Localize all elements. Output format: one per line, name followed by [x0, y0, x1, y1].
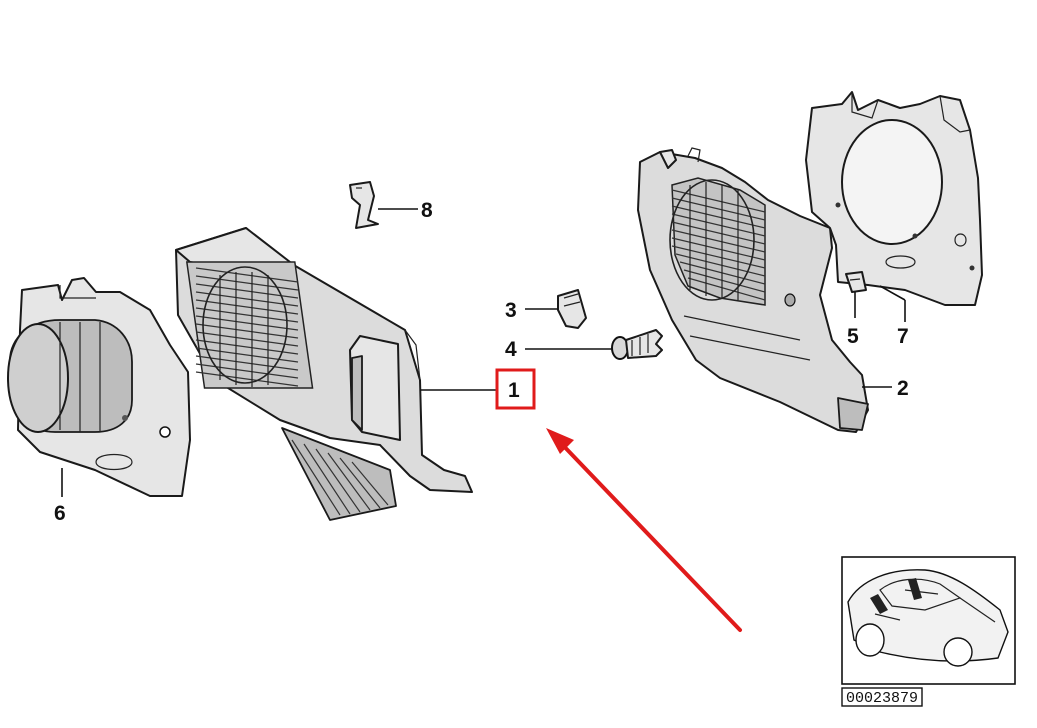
part-8-clip	[349, 181, 379, 229]
reference-code: 00023879	[846, 690, 918, 707]
part-1-trim-panel-left	[175, 227, 473, 521]
car-location-thumbnail-icon	[841, 556, 1016, 685]
callout-5: 5	[847, 325, 859, 348]
red-arrow-icon	[546, 428, 742, 632]
reference-code-box	[841, 687, 923, 707]
part-1-highlight-box	[495, 368, 536, 410]
leader-7	[879, 285, 906, 301]
part-2-trim-panel-right	[637, 147, 869, 433]
callout-1: 1	[508, 379, 520, 402]
part-4-expanding-rivet	[611, 329, 663, 360]
part-7-insulation-panel-right	[805, 91, 983, 306]
callout-2: 2	[897, 377, 909, 400]
callout-8: 8	[421, 199, 433, 222]
callout-6: 6	[54, 502, 66, 525]
callout-3: 3	[505, 299, 517, 322]
part-6-insulation-panel	[7, 277, 191, 497]
part-3-clip-nut	[557, 289, 587, 329]
callout-4: 4	[505, 338, 517, 361]
part-5-clip-nut	[845, 271, 867, 293]
callout-7: 7	[897, 325, 909, 348]
